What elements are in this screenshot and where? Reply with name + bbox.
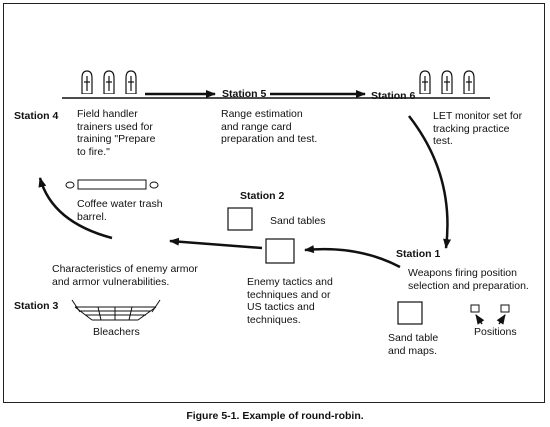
figure-caption: Figure 5-1. Example of round-robin. bbox=[186, 410, 364, 422]
station-1-text: Weapons firing position selection and pr… bbox=[408, 267, 529, 292]
target-icon bbox=[103, 70, 115, 94]
target-icon bbox=[125, 70, 137, 94]
target-icon bbox=[441, 70, 453, 94]
arrow-to-station-1 bbox=[408, 115, 452, 249]
coffee-label: Coffee water trash barrel. bbox=[77, 198, 163, 223]
station-4-title: Station 4 bbox=[14, 110, 59, 122]
station-2-title: Station 2 bbox=[240, 190, 285, 202]
arrow-to-station-2 bbox=[304, 245, 401, 269]
station-6-title: Station 6 bbox=[371, 90, 416, 102]
water-icon bbox=[77, 179, 147, 190]
sand-table-maps-icon bbox=[397, 301, 423, 325]
target-icon bbox=[81, 70, 93, 94]
sand-table-icon bbox=[265, 238, 295, 264]
trash-barrel-icon bbox=[149, 181, 159, 189]
station-6-text: LET monitor set for tracking practice te… bbox=[433, 110, 523, 147]
station-5-text: Range estimation and range card preparat… bbox=[221, 108, 318, 145]
station-5-title: Station 5 bbox=[222, 88, 267, 100]
arrow-to-station-4 bbox=[38, 177, 113, 240]
station-2-text: Sand tables bbox=[270, 215, 326, 227]
target-icon bbox=[463, 70, 475, 94]
arrow-to-station-3 bbox=[169, 237, 263, 250]
figure-frame bbox=[3, 3, 545, 403]
position-icon bbox=[470, 304, 480, 313]
station-1-title: Station 1 bbox=[396, 248, 441, 260]
coffee-icon bbox=[65, 181, 75, 189]
sand-table-icon bbox=[227, 207, 253, 231]
station-4-text: Field handler trainers used for training… bbox=[77, 108, 156, 158]
position-pointer-icon bbox=[496, 314, 506, 325]
target-icon bbox=[419, 70, 431, 94]
positions-label: Positions bbox=[474, 326, 517, 338]
station-3-title: Station 3 bbox=[14, 300, 59, 312]
bleachers-icon bbox=[71, 299, 161, 321]
position-pointer-icon bbox=[475, 314, 485, 325]
armor-label: Characteristics of enemy armor and armor… bbox=[52, 263, 198, 288]
station-3-text: Bleachers bbox=[93, 326, 140, 338]
tactics-label: Enemy tactics and techniques and or US t… bbox=[247, 276, 333, 326]
position-icon bbox=[500, 304, 510, 313]
sand-table-maps-label: Sand table and maps. bbox=[388, 332, 439, 357]
